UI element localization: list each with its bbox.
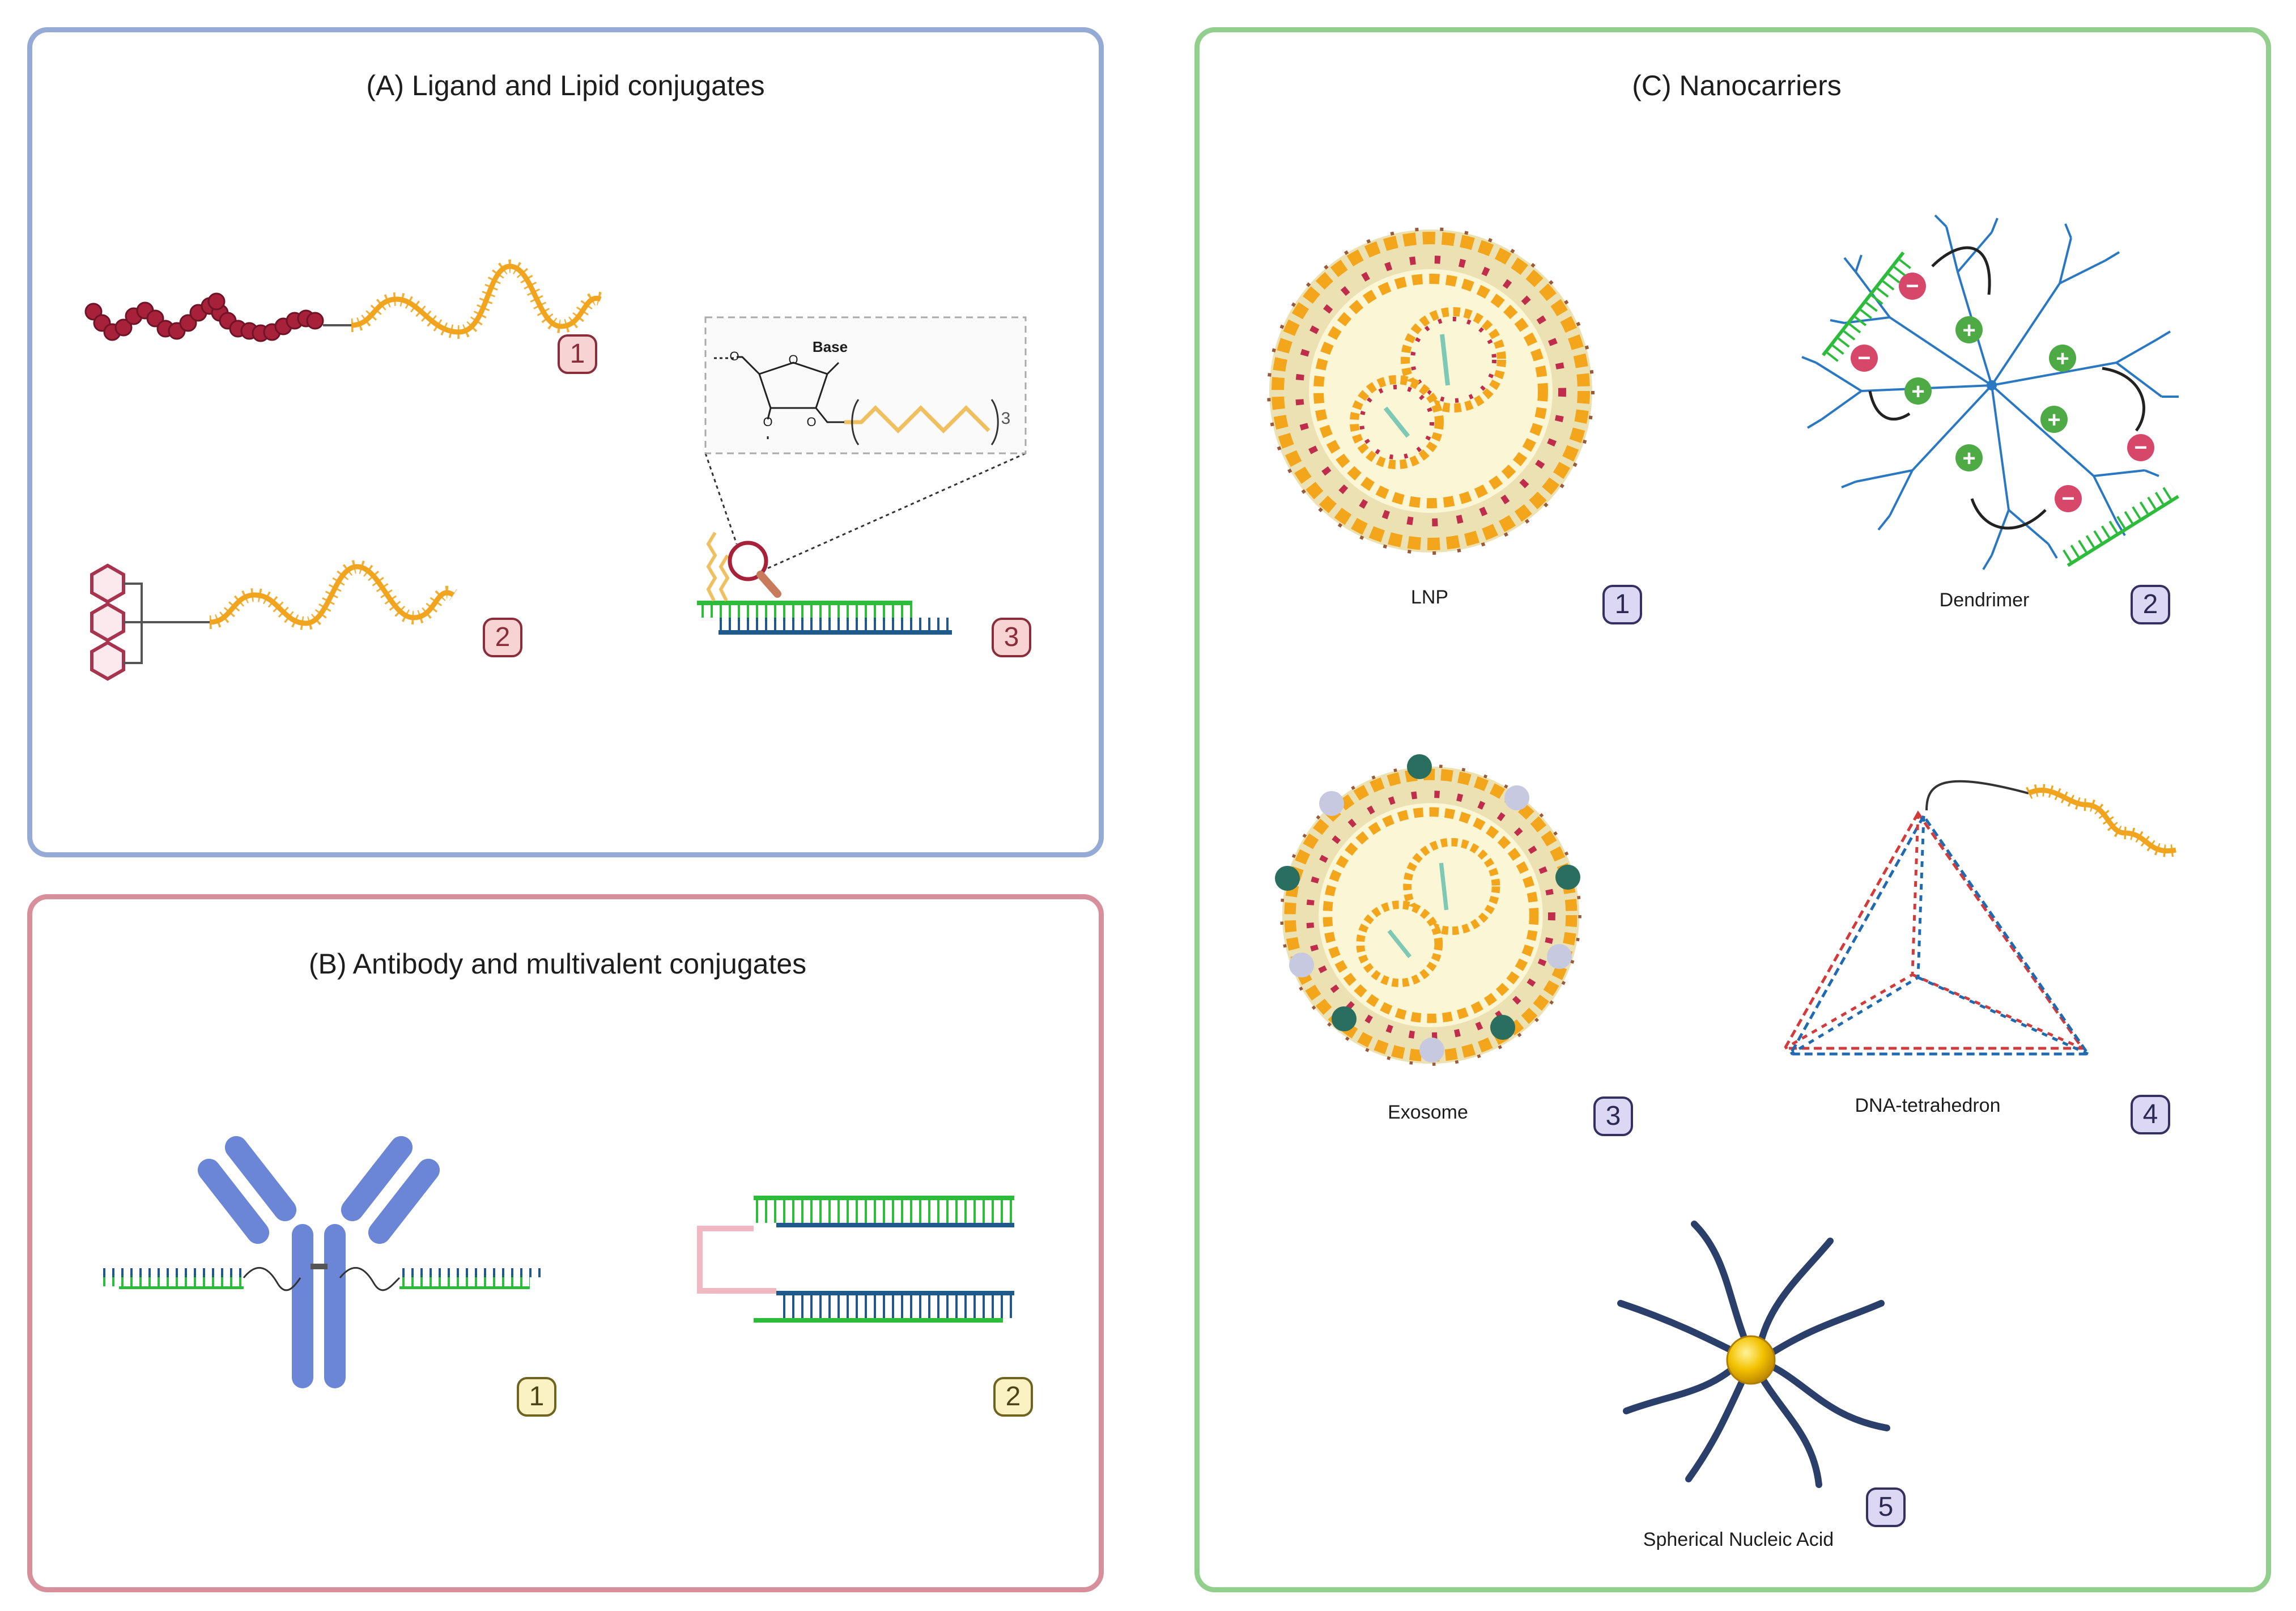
antibody [197,1136,440,1388]
svg-text:+: + [1911,379,1924,404]
label-dna-tetrahedron: DNA-tetrahedron [1855,1095,2001,1116]
multivalent-conjugate [697,1196,1014,1323]
dendrimer [1801,214,2179,571]
badge-c5: 5 [1866,1487,1906,1527]
chem-o-label-2: O [788,352,798,367]
sugar-ligand-hexagons [90,563,125,681]
badge-b2: 2 [993,1377,1033,1417]
gold-nanoparticle [1726,1335,1776,1385]
spherical-nucleic-acid [1617,1221,1890,1488]
svg-text:+: + [2056,346,2069,371]
dna-tetrahedron [1782,810,2091,1056]
panel-antibody-multivalent [27,894,1104,1592]
label-spherical-nucleic-acid: Spherical Nucleic Acid [1643,1529,1834,1550]
badge-b1: 1 [517,1377,556,1417]
rna-strand-2 [209,559,457,631]
panel-b-title: (B) Antibody and multivalent conjugates [308,948,807,980]
dendrimer-sirna [1822,251,2179,567]
sirna-duplex [697,601,952,635]
badge-a1: 1 [558,334,597,374]
svg-text:−: − [1906,274,1919,299]
exosome-particle [1282,766,1580,1064]
antibody-oligo-right [399,1268,541,1289]
badge-c3: 3 [1593,1096,1633,1136]
panel-ligand-lipid [27,27,1104,857]
label-exosome: Exosome [1388,1102,1468,1123]
exosome-surface-proteins [1275,754,1580,1062]
chem-subscript: 3 [1001,409,1011,428]
label-dendrimer: Dendrimer [1939,589,2030,611]
badge-c2: 2 [2131,585,2170,624]
panel-c-title: (C) Nanocarriers [1632,70,1842,101]
chem-o-label-4: O [806,415,817,429]
chem-o-label-3: O [763,415,773,429]
badge-c1: 1 [1602,585,1642,624]
svg-text:−: − [2061,486,2074,511]
dendrimer-charges: + + + + + − − − − [1851,273,2154,512]
chemical-structure [714,356,844,442]
badge-c4: 4 [2131,1095,2170,1134]
svg-text:+: + [1962,446,1975,471]
svg-text:−: − [2134,435,2147,460]
lnp-particle [1269,229,1593,553]
chem-o-label-1: O [729,349,739,363]
chem-base-label: Base [812,338,848,355]
panel-a-title: (A) Ligand and Lipid conjugates [366,70,765,101]
badge-a2: 2 [483,618,522,657]
svg-text:+: + [1962,318,1975,343]
svg-text:−: − [1857,346,1870,371]
antibody-oligo-left [102,1268,244,1289]
rna-strand [350,259,603,339]
tetrahedron-sirna [2026,784,2178,857]
svg-text:+: + [2047,407,2060,432]
panel-nanocarriers [1194,27,2271,1592]
peptide-chain [84,292,324,342]
badge-a3: 3 [992,618,1031,657]
dendrimer-arrows [1868,246,2145,530]
label-lnp: LNP [1410,586,1449,608]
zoom-box [704,316,1027,454]
magnifier-icon [728,541,781,598]
